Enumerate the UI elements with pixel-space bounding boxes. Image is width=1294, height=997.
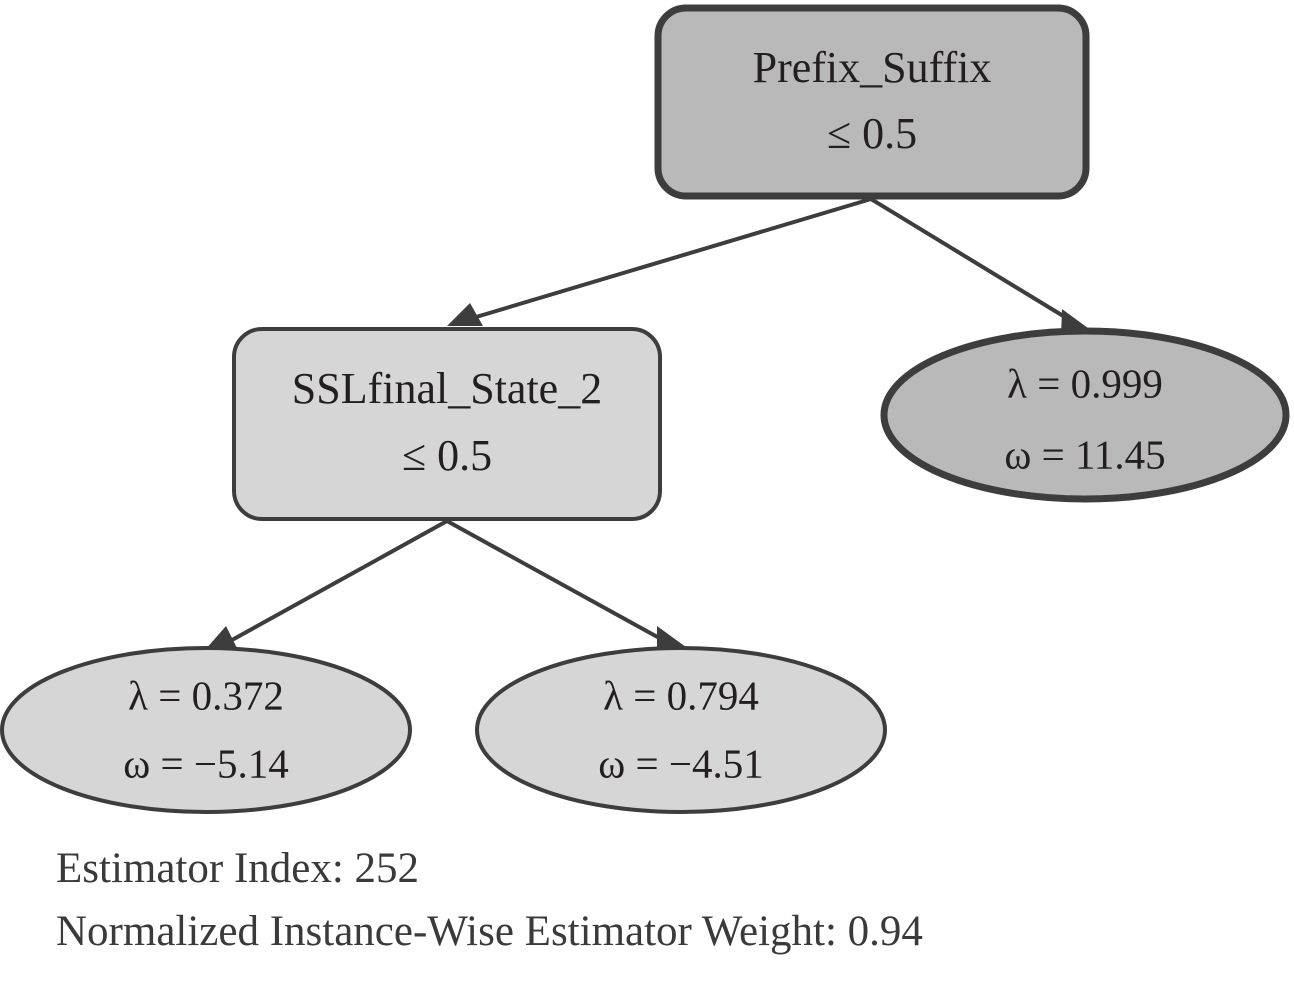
leaf-right-omega: ω = 11.45 xyxy=(1004,431,1165,477)
arrow-head-icon xyxy=(657,626,690,650)
leaf-node-right[interactable]: λ = 0.999 ω = 11.45 xyxy=(880,327,1290,503)
edge-root-to-leaf-right xyxy=(869,197,1092,336)
arrow-head-icon xyxy=(447,303,483,326)
edge-sslfinal-to-leaf-left xyxy=(205,519,448,650)
leaf-bottom-left-lambda: λ = 0.372 xyxy=(128,672,284,718)
node-sslfinal-line1: SSLfinal_State_2 xyxy=(292,364,602,413)
leaf-bottom-left-omega: ω = −5.14 xyxy=(123,740,288,786)
leaf-bottom-middle-lambda: λ = 0.794 xyxy=(603,672,759,718)
leaf-right-lambda: λ = 0.999 xyxy=(1007,360,1163,406)
node-root-line2: ≤ 0.5 xyxy=(827,109,917,158)
node-shape-ellipse xyxy=(475,646,887,814)
caption-estimator-index: Estimator Index: 252 xyxy=(56,845,419,892)
edge-line xyxy=(869,197,1080,327)
leaf-bottom-middle-omega: ω = −4.51 xyxy=(598,740,763,786)
edge-line xyxy=(465,197,872,322)
node-shape-ellipse xyxy=(880,327,1290,503)
node-shape-rounded-rect xyxy=(232,327,662,521)
leaf-node-bottom-middle[interactable]: λ = 0.794 ω = −4.51 xyxy=(475,646,887,814)
node-shape-ellipse xyxy=(0,646,412,814)
edge-line xyxy=(446,519,673,647)
caption-block: Estimator Index: 252 Normalized Instance… xyxy=(56,845,923,955)
node-sslfinal-state-2[interactable]: SSLfinal_State_2 ≤ 0.5 xyxy=(232,327,662,521)
node-root-line1: Prefix_Suffix xyxy=(753,43,992,92)
arrow-head-icon xyxy=(205,626,238,650)
edge-group xyxy=(205,197,1092,650)
edge-line xyxy=(222,519,448,647)
node-root-prefix-suffix[interactable]: Prefix_Suffix ≤ 0.5 xyxy=(654,4,1090,200)
node-shape-rounded-rect xyxy=(654,4,1090,200)
edge-root-to-sslfinal xyxy=(447,197,872,326)
node-sslfinal-line2: ≤ 0.5 xyxy=(402,431,492,480)
edge-sslfinal-to-leaf-middle xyxy=(446,519,690,650)
caption-estimator-weight: Normalized Instance-Wise Estimator Weigh… xyxy=(56,908,923,955)
leaf-node-bottom-left[interactable]: λ = 0.372 ω = −5.14 xyxy=(0,646,412,814)
